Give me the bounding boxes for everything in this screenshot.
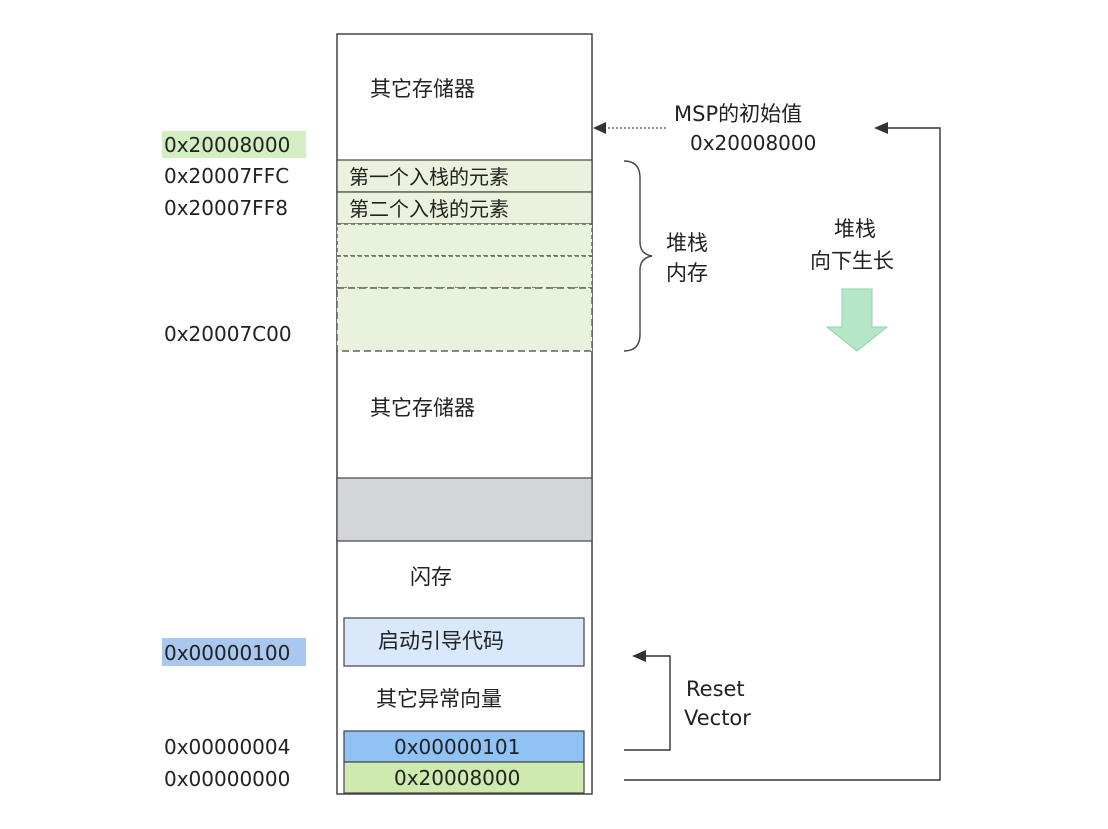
- stack-cell-5: [336, 287, 593, 352]
- address-00000000: 0x00000000: [164, 767, 290, 791]
- address-highlight-blue: [162, 638, 306, 666]
- msp-loop-arrowhead: [874, 122, 888, 134]
- stack-cell-1: [336, 159, 593, 193]
- reset-vector-arrowhead: [632, 650, 646, 662]
- stack-memory-label-line2: 内存: [666, 261, 708, 285]
- other-exception-vectors-label: 其它异常向量: [376, 687, 502, 711]
- address-00000004: 0x00000004: [164, 735, 290, 759]
- msp-initial-value: 0x20008000: [690, 131, 816, 155]
- down-arrow-icon: [825, 288, 889, 352]
- stack-growth-label-line2: 向下生长: [810, 249, 894, 273]
- address-20007FF8: 0x20007FF8: [164, 196, 288, 220]
- boot-code-block: [343, 617, 585, 667]
- reset-vector-value: 0x00000101: [394, 735, 520, 759]
- msp-initial-value-title: MSP的初始值: [674, 102, 802, 126]
- middle-other-memory-label: 其它存储器: [370, 396, 475, 420]
- msp-pointer-arrowhead: [593, 122, 606, 134]
- address-20007C00: 0x20007C00: [164, 322, 292, 346]
- boot-code-label: 启动引导代码: [378, 629, 504, 653]
- unused-memory-block: [336, 477, 593, 542]
- stack-cell-3: [336, 223, 593, 257]
- top-other-memory-label: 其它存储器: [370, 77, 475, 101]
- second-pushed-element-label: 第二个入栈的元素: [349, 197, 509, 221]
- reset-vector-line: [624, 655, 671, 751]
- msp-initial-cell: [343, 761, 585, 794]
- reset-vector-label-line1: Reset: [686, 677, 745, 701]
- flash-label: 闪存: [410, 565, 452, 589]
- reset-vector-label-line2: Vector: [684, 706, 751, 730]
- stack-cell-4: [336, 255, 593, 289]
- msp-loop-line: [624, 127, 941, 781]
- stack-growth-label-line1: 堆栈: [834, 217, 876, 241]
- first-pushed-element-label: 第一个入栈的元素: [349, 165, 509, 189]
- address-highlight-green: [162, 131, 306, 158]
- stack-cell-2: [336, 191, 593, 225]
- stack-memory-brace: [623, 160, 653, 352]
- address-00000100: 0x00000100: [164, 641, 290, 665]
- msp-initial-cell-value: 0x20008000: [394, 766, 520, 790]
- stack-memory-label-line1: 堆栈: [666, 231, 708, 255]
- address-20008000: 0x20008000: [164, 133, 290, 157]
- address-20007FFC: 0x20007FFC: [164, 164, 289, 188]
